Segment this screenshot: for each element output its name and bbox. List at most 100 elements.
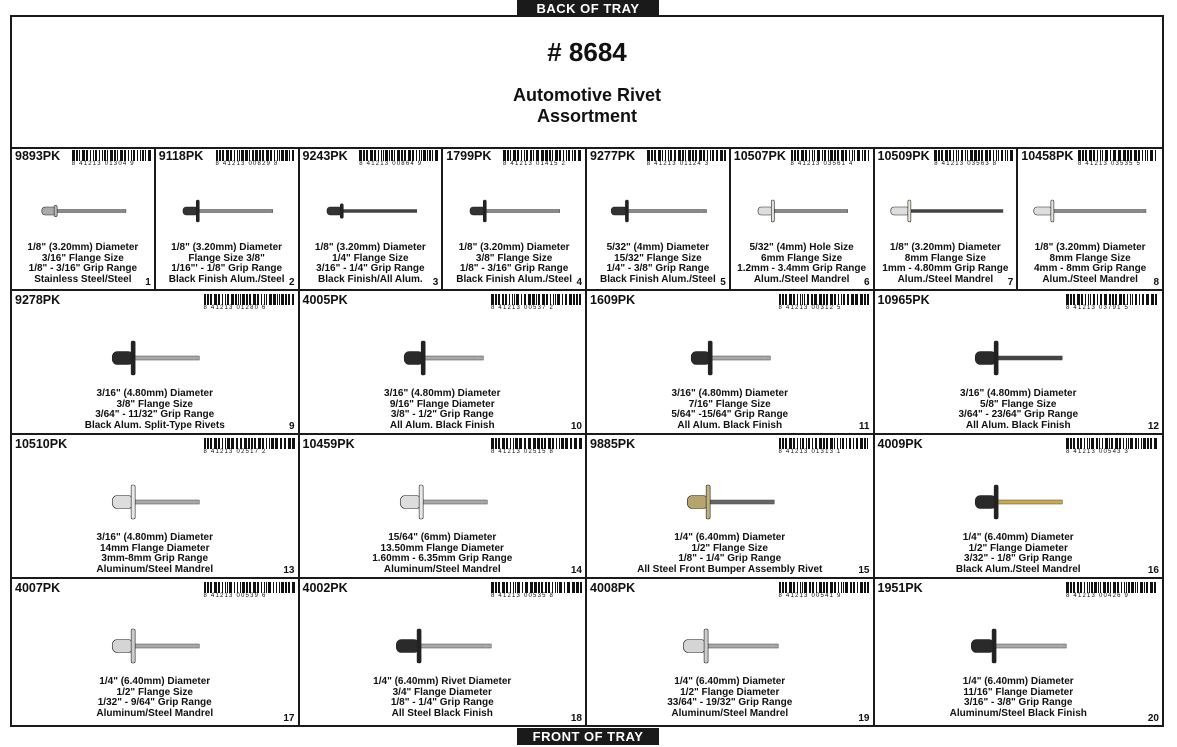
rivet-image [686,484,775,520]
barcode-number: 8 41213 00539 6 [203,593,267,599]
spec-line: 9/16" Flange Diameter [389,398,495,410]
rivet-flange [707,340,713,376]
barcode: 8 41213 03535 5 [1078,150,1158,167]
compartment-number: 7 [1007,277,1014,288]
part-number: 10458PK [1021,149,1074,163]
spec-line: Alum./Steel Mandrel [1042,273,1138,285]
compartment-number: 2 [288,277,295,288]
barcode: 8 41213 01280 6 [203,294,296,311]
barcode: 8 41213 02517 2 [203,438,296,455]
barcode: 8 41213 00312 5 [778,294,871,311]
rivet-mandrel [772,209,848,213]
barcode: 8 41213 01415 2 [503,150,583,167]
spec-line: 1/8" - 1/4" Grip Range [678,553,782,565]
rivet-image [970,628,1066,664]
rivet-flange [339,203,344,219]
rivet-flange [130,628,136,664]
rivet-mandrel [485,209,561,213]
rivet-mandrel [55,209,127,213]
spec-line: 8mm Flange Size [1049,252,1131,264]
rivet-image [395,628,491,664]
spec-line: 1/8" - 3/16" Grip Range [459,263,569,275]
spec-line: 15/32" Flange Size [614,252,702,264]
rivet-image [1033,199,1147,223]
spec-line: 1/4" - 3/8" Grip Range [606,263,710,275]
barcode-number: 8 41213 00543 3 [1066,449,1130,455]
rivet-image [757,199,848,223]
spec-line: All Steel Front Bumper Assembly Rivet [637,563,823,575]
part-number: 4009PK [877,437,923,451]
spec-line: Aluminum/Steel Mandrel [96,707,214,719]
spec-line: 3/16" (4.80mm) Diameter [96,388,213,399]
rivet-body [690,351,711,365]
rivet-mandrel-tip [700,209,707,213]
spec-line: 1/32" - 9/64" Grip Range [97,697,212,709]
spec-line: 1/4" (6.40mm) Diameter [674,532,786,543]
rivet-mandrel [1052,209,1147,213]
part-number: 9278PK [15,293,61,307]
rivet-image [890,199,1003,223]
spec-line: 14mm Flange Diameter [100,542,210,554]
spec-line: Alum./Steel Mandrel [753,273,850,285]
rivet-mandrel [422,355,484,361]
rivet-body [610,206,628,216]
rivet-flange [703,628,709,664]
spec-line: 8mm Flange Size [904,252,986,264]
rivet-mandrel-tip [476,356,483,360]
spec-line: 1/4" (6.40mm) Rivet Diameter [373,676,512,687]
compartment-number: 20 [1147,713,1159,724]
spec-line: Black Finish Alum./Steel [168,273,285,285]
barcode-number: 8 41213 00829 8 [215,161,279,167]
barcode-number: 8 41213 00535 8 [491,593,555,599]
spec-line: Alum./Steel Mandrel [897,273,994,285]
barcode-number: 8 41213 02515 8 [491,449,555,455]
barcode: 8 41213 00535 8 [491,582,583,599]
spec-line: 1/2" Flange Size [116,686,193,698]
rivet-image [111,628,200,664]
part-number: 9243PK [302,149,348,163]
rivet-image [683,628,779,664]
spec-line: 1.60mm - 6.35mm Grip Range [372,553,513,565]
rivet-mandrel-tip [764,356,771,360]
compartment-number: 9 [288,421,295,432]
spec-line: 1.2mm - 3.4mm Grip Range [737,263,867,275]
part-number: 9893PK [15,149,61,163]
rivet-image [41,205,127,217]
spec-line: 1/2" Flange Size [691,542,768,554]
rivet-mandrel-tip [1055,356,1062,360]
part-number: 4002PK [302,581,348,595]
rivet-mandrel-tip [768,500,775,504]
rivet-mandrel [709,355,771,361]
spec-line: Flange Size 3/8" [188,252,265,264]
rivet-mandrel [705,643,779,649]
compartment: 9278PK 8 41213 01280 6 3/16" (4.80mm) Diam… [12,291,300,435]
spec-line: Aluminum/Steel Mandrel [671,707,789,719]
rivet-mandrel-tip [193,500,200,504]
spec-line: All Alum. Black Finish [965,419,1071,431]
barcode-number: 8 41213 03561 4 [790,161,854,167]
spec-line: 3/64" - 23/64" Grip Range [958,409,1079,421]
rivet-mandrel [995,355,1062,361]
spec-line: 3/16" (4.80mm) Diameter [671,388,788,399]
rivet-flange [705,484,711,520]
barcode: 8 41213 00541 9 [778,582,871,599]
spec-line: 3/16" (4.80mm) Diameter [960,388,1077,399]
barcode: 8 41213 02515 8 [491,438,583,455]
barcode: 8 41213 00864 9 [359,150,439,167]
tray-title: Automotive Rivet Assortment [12,85,1162,127]
spec-line: 3/16" - 1/4" Grip Range [316,263,425,275]
rivet-body [111,495,134,509]
compartment-number: 11 [858,421,870,432]
spec-line: 3/8" Flange Size [116,398,193,410]
compartment-number: 19 [858,713,870,724]
rivet-body [970,639,994,653]
